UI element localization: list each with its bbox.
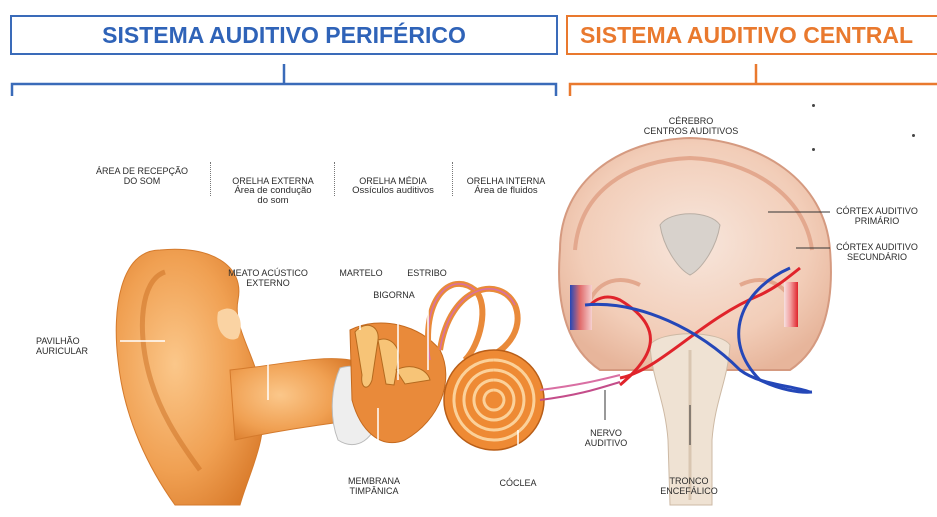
zone-separator <box>452 162 453 196</box>
brain-label: CÉREBRO CENTROS AUDITIVOS <box>636 116 746 136</box>
cochlea-shape <box>444 350 544 450</box>
primary-cortex-label: CÓRTEX AUDITIVO PRIMÁRIO <box>826 206 928 226</box>
decorative-dot <box>812 148 815 151</box>
incus-label: BIGORNA <box>364 290 424 300</box>
peripheral-bracket <box>12 64 556 96</box>
cochlea-label: CÓCLEA <box>490 478 546 488</box>
malleus-label: MARTELO <box>334 268 388 278</box>
decorative-dot <box>812 104 815 107</box>
zone-middle-ear-subtitle: Ossículos auditivos <box>338 186 448 196</box>
secondary-cortex-label: CÓRTEX AUDITIVO SECUNDÁRIO <box>826 242 928 262</box>
zone-reception-label: ÁREA DE RECEPÇÃO DO SOM <box>82 166 202 186</box>
zone-inner-ear: ORELHA INTERNA Área de fluidos <box>456 166 556 206</box>
decorative-dot <box>912 134 915 137</box>
brainstem-label: TRONCO ENCEFÁLICO <box>644 476 734 496</box>
auditory-nerve-label: NERVO AUDITIVO <box>576 428 636 448</box>
zone-outer-ear-subtitle: Área de condução do som <box>218 186 328 206</box>
auditory-nerve-shape <box>540 375 620 400</box>
pinna-label: PAVILHÃO AURICULAR <box>36 336 116 356</box>
zone-middle-ear: ORELHA MÉDIA Ossículos auditivos <box>338 166 448 206</box>
zone-inner-ear-subtitle: Área de fluidos <box>456 186 556 196</box>
central-bracket <box>570 64 937 96</box>
ear-canal-label: MEATO ACÚSTICO EXTERNO <box>218 268 318 288</box>
zone-outer-ear: ORELHA EXTERNA Área de condução do som <box>218 166 328 216</box>
zone-separator <box>334 162 335 196</box>
zone-separator <box>210 162 211 196</box>
stapes-label: ESTRIBO <box>402 268 452 278</box>
eardrum-label: MEMBRANA TIMPÂNICA <box>332 476 416 496</box>
semicircular-canals-shape <box>428 284 518 360</box>
